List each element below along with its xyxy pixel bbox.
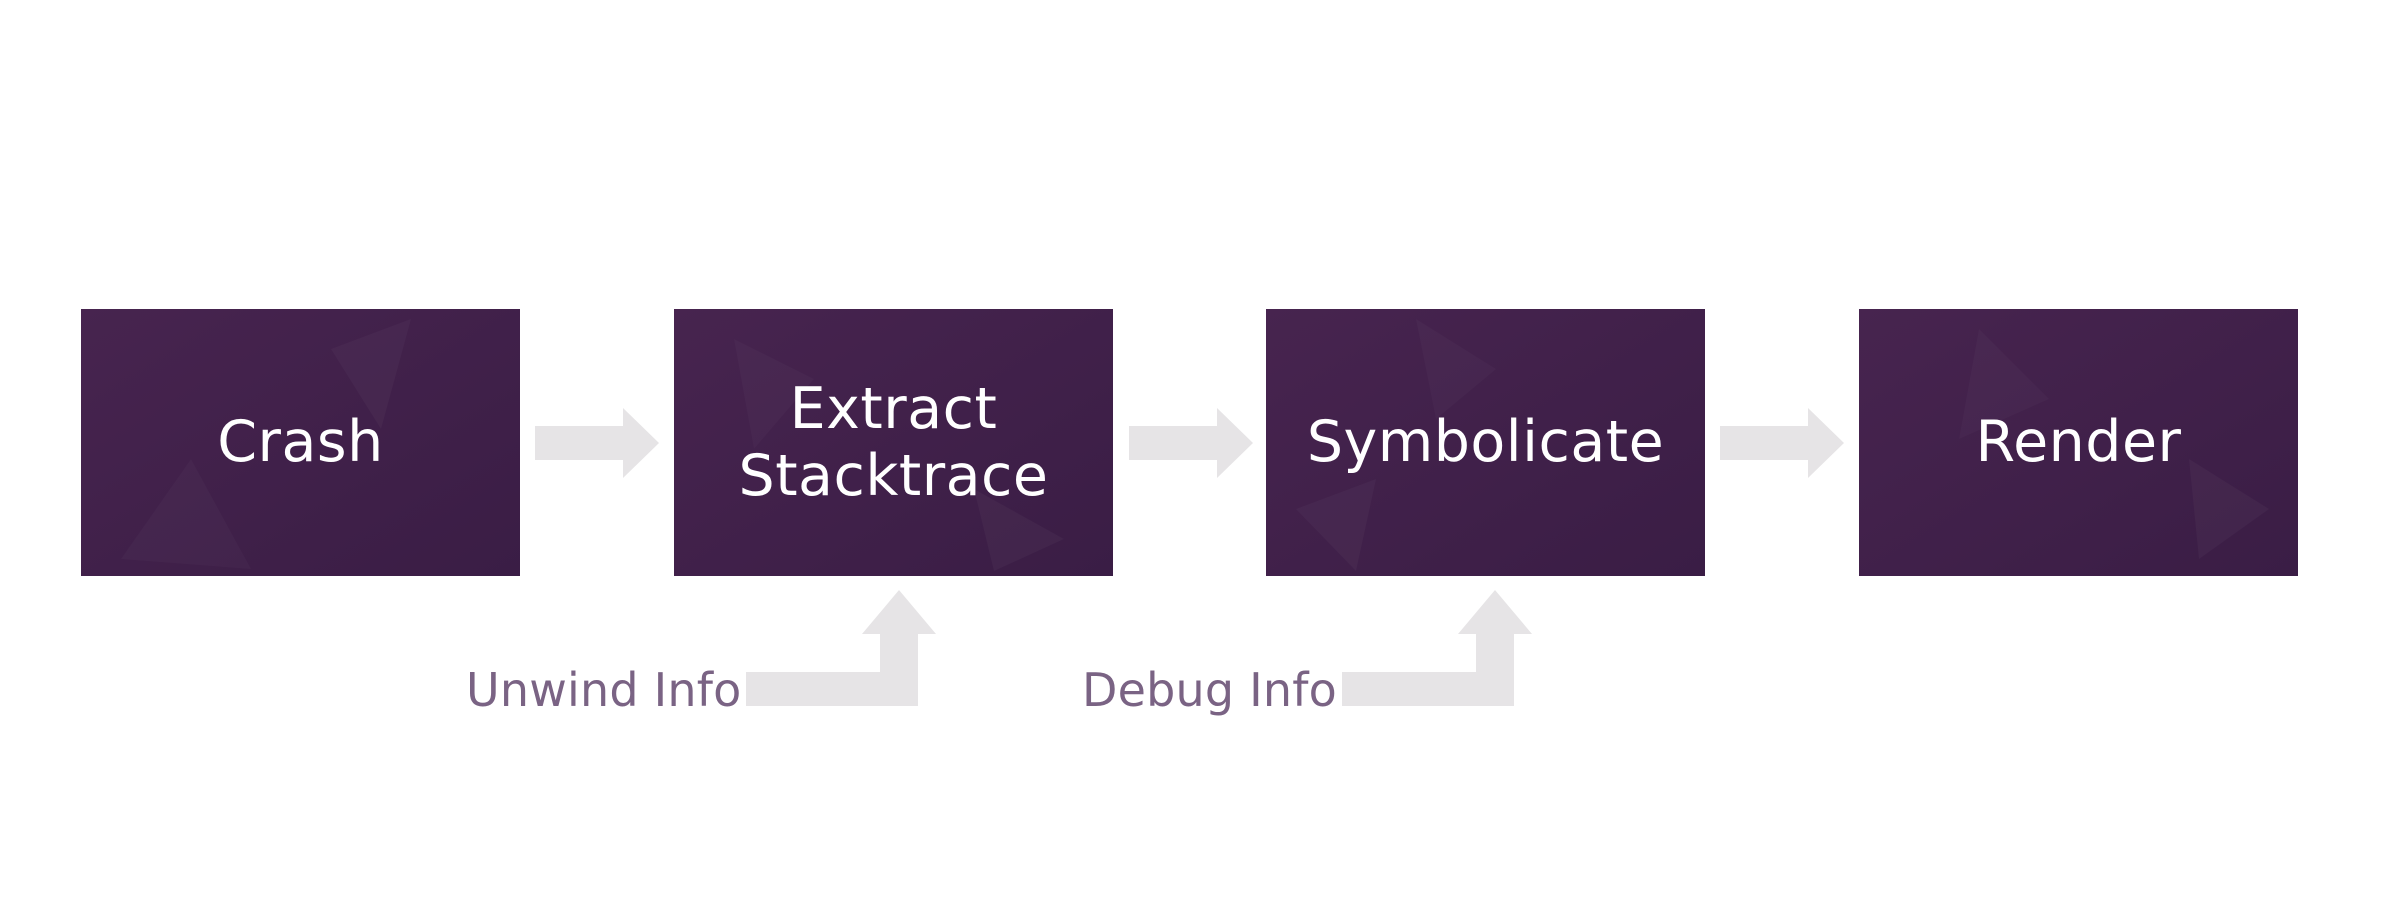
step-label: Render	[1975, 409, 2182, 476]
step-box-extract-stacktrace: Extract Stacktrace	[674, 309, 1113, 576]
elbow-arrow-up-icon	[1342, 590, 1532, 706]
step-box-background	[674, 309, 1113, 576]
step-label: Extract Stacktrace	[738, 376, 1049, 509]
step-box-crash: Crash	[81, 309, 520, 576]
step-label: Crash	[217, 409, 384, 476]
flow-arrow-right-icon	[535, 408, 659, 478]
step-box-background	[1859, 309, 2298, 576]
step-box-background	[1266, 309, 1705, 576]
step-box-render: Render	[1859, 309, 2298, 576]
step-box-symbolicate: Symbolicate	[1266, 309, 1705, 576]
flow-arrow-right-icon	[1720, 408, 1844, 478]
step-box-background	[81, 309, 520, 576]
flow-arrow-right-icon	[1129, 408, 1253, 478]
elbow-arrow-up-icon	[746, 590, 936, 706]
input-label-debug-info: Debug Info	[1082, 663, 1337, 717]
step-label: Symbolicate	[1306, 409, 1665, 476]
input-label-unwind-info: Unwind Info	[466, 663, 742, 717]
